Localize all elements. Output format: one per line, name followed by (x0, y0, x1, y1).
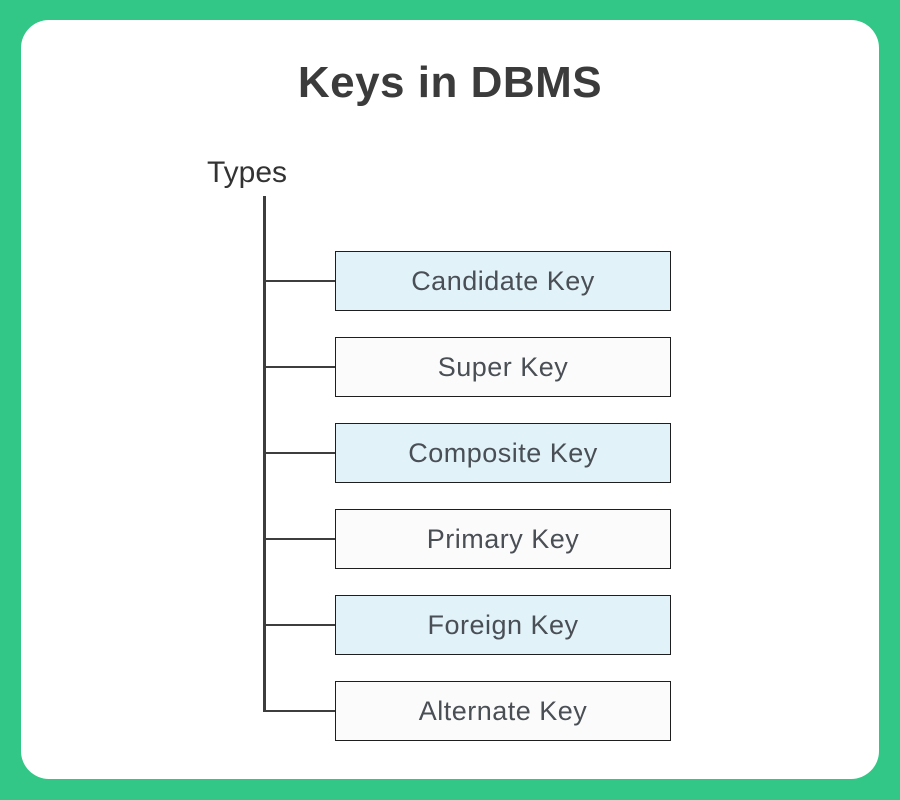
key-node-super-key: Super Key (335, 337, 671, 397)
tree-branch-line (263, 451, 336, 455)
tree-root-label: Types (207, 156, 288, 189)
key-node-label: Composite Key (408, 437, 598, 468)
page-title: Keys in DBMS (297, 58, 603, 107)
key-node-label: Alternate Key (418, 695, 588, 726)
tree-branch-line (263, 537, 336, 541)
key-node-label: Primary Key (426, 523, 580, 554)
key-node-primary-key: Primary Key (335, 509, 671, 569)
tree-branch-line (263, 709, 336, 713)
key-node-label: Foreign Key (427, 609, 579, 640)
key-node-candidate-key: Candidate Key (335, 251, 671, 311)
tree-branch-line (263, 279, 336, 283)
key-node-alternate-key: Alternate Key (335, 681, 671, 741)
key-node-label: Candidate Key (411, 265, 595, 296)
key-node-foreign-key: Foreign Key (335, 595, 671, 655)
key-node-label: Super Key (437, 351, 569, 382)
key-node-composite-key: Composite Key (335, 423, 671, 483)
tree-branch-line (263, 623, 336, 627)
tree-branch-line (263, 365, 336, 369)
